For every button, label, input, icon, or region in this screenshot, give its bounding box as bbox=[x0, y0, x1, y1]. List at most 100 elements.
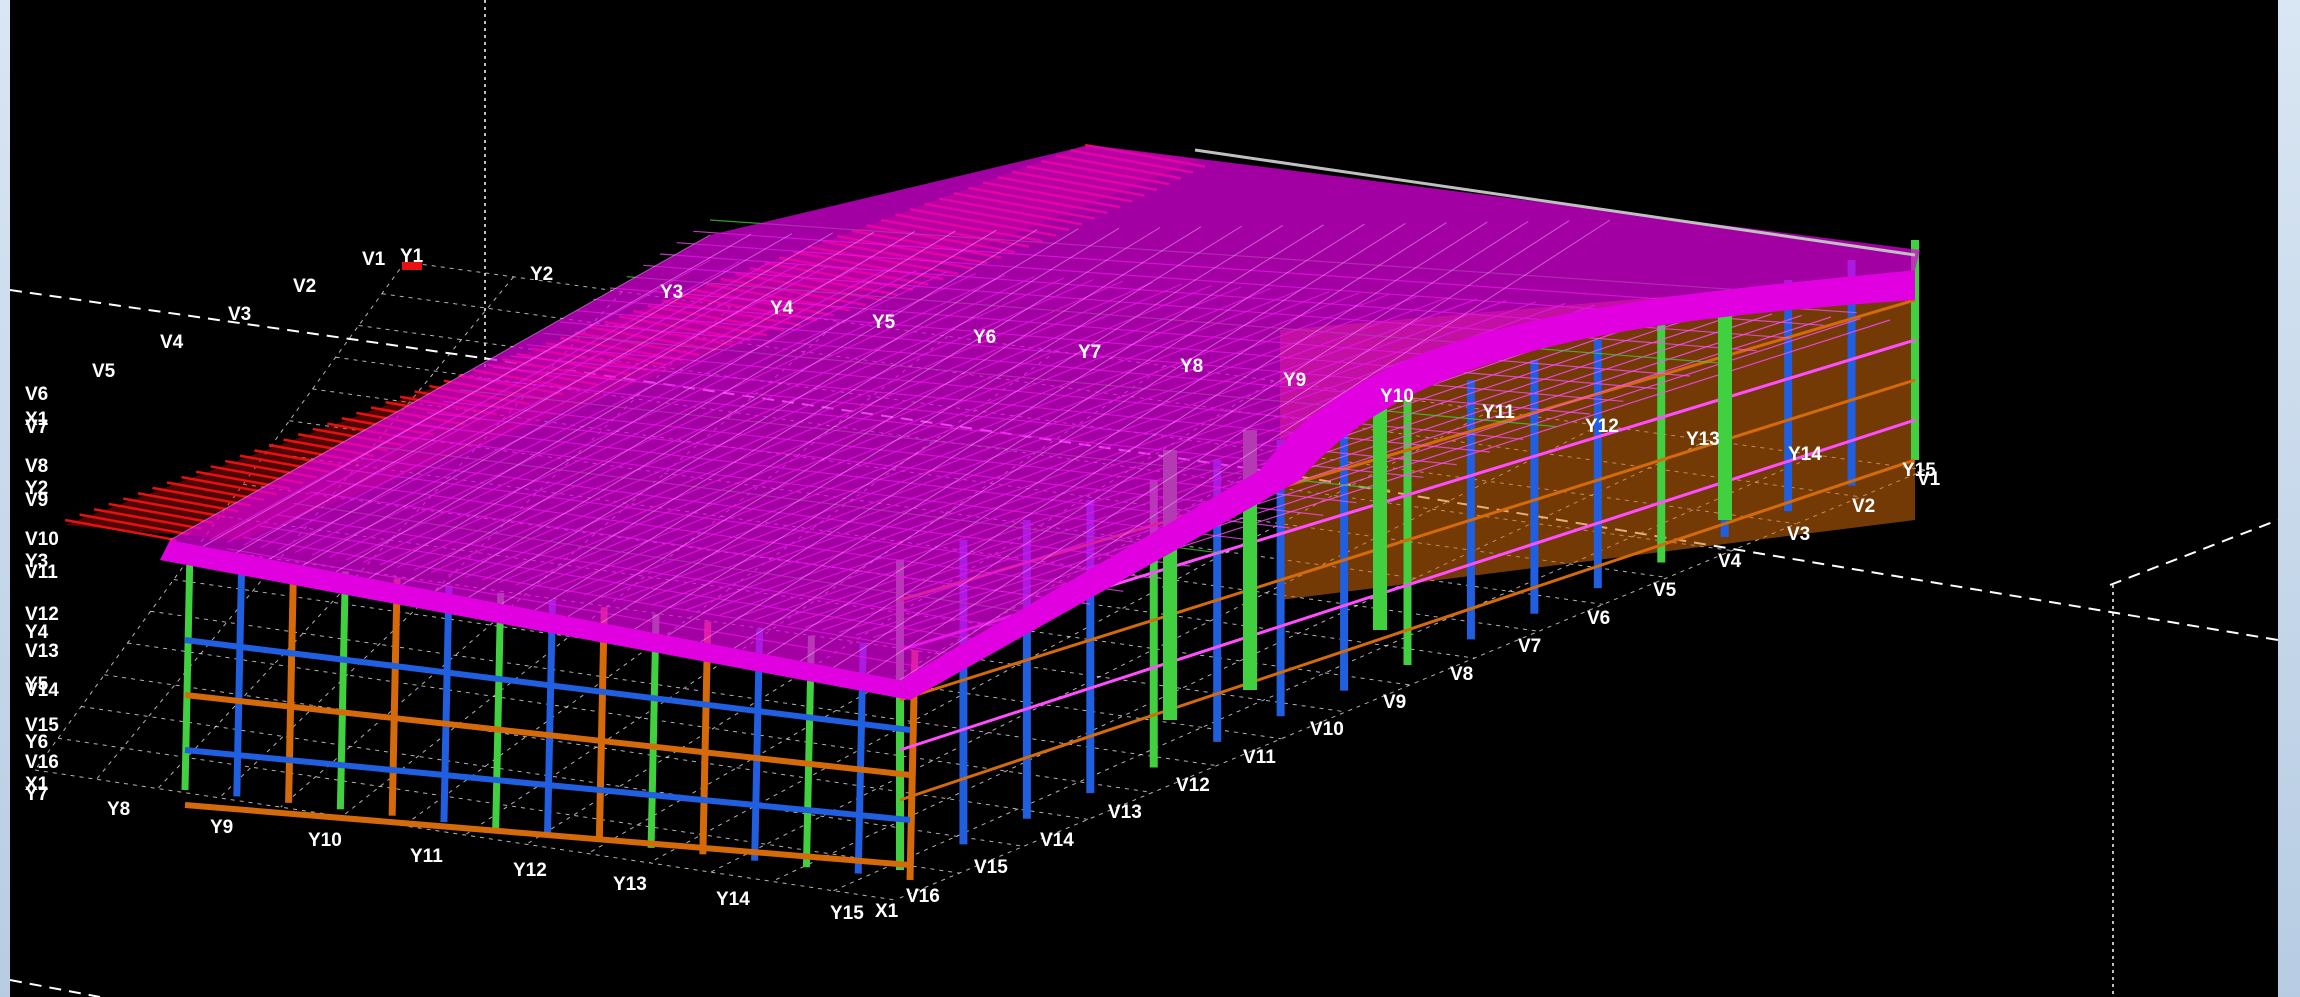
reference-dotted-lines bbox=[484, 0, 2114, 997]
dashed-axis-line bbox=[2109, 519, 2278, 586]
y-axis-back-label: Y4 bbox=[770, 298, 794, 319]
purlin bbox=[79, 513, 189, 536]
roof-rib bbox=[368, 230, 956, 579]
roof-rib bbox=[800, 221, 1488, 662]
v-axis-right-label: V15 bbox=[974, 857, 1008, 878]
v-axis-label: Y3 bbox=[25, 551, 48, 572]
v-axis-label: V7 bbox=[25, 417, 48, 438]
grid-line bbox=[34, 261, 406, 771]
grid-labels: V1V2V3V4V5V6X1V7V8Y2V9V10Y3V11V12Y4V13Y5… bbox=[25, 246, 1941, 924]
v-axis-label: V5 bbox=[92, 361, 116, 382]
v-axis-label: V1 bbox=[362, 249, 386, 270]
v-axis-label: V16 bbox=[25, 752, 59, 773]
v-axis-label: V11 bbox=[25, 562, 58, 583]
y-axis-back-label: Y7 bbox=[1078, 342, 1101, 363]
v-axis-label: Y2 bbox=[25, 478, 48, 499]
y-axis-front-label: Y13 bbox=[613, 874, 647, 895]
v-axis-label: Y7 bbox=[25, 784, 48, 805]
y-axis-front-label: Y9 bbox=[210, 817, 233, 838]
purlin bbox=[137, 491, 239, 513]
roof-rib bbox=[634, 225, 1283, 630]
beam bbox=[899, 418, 1916, 752]
v-axis-right-label: V2 bbox=[1852, 496, 1875, 517]
beam bbox=[184, 747, 911, 823]
v-axis-label: V14 bbox=[25, 680, 59, 701]
y-axis-back-label: Y5 bbox=[872, 312, 896, 333]
y-axis-front-label: Y14 bbox=[716, 889, 750, 910]
grid-line bbox=[649, 410, 1491, 864]
v-axis-right-label: V6 bbox=[1587, 608, 1610, 629]
column bbox=[595, 607, 608, 842]
grid-line bbox=[127, 642, 1153, 793]
purlin bbox=[108, 502, 214, 524]
origin-marker bbox=[402, 262, 422, 270]
roof-railing bbox=[1194, 148, 1916, 257]
roof-surface bbox=[160, 145, 1920, 700]
roof-rib bbox=[601, 225, 1243, 624]
purlin bbox=[123, 497, 226, 519]
y-axis-back-label: Y10 bbox=[1380, 386, 1414, 407]
grid-line bbox=[34, 769, 896, 901]
y-axis-back-label: Y6 bbox=[973, 327, 996, 348]
y-axis-back-label: Y14 bbox=[1788, 444, 1822, 465]
column bbox=[181, 549, 194, 791]
roof-rib bbox=[202, 233, 752, 547]
v-axis-label: V6 bbox=[25, 384, 48, 405]
roof-rib bbox=[501, 227, 1120, 605]
column bbox=[492, 592, 505, 829]
grid-line bbox=[894, 469, 1926, 901]
purlin bbox=[152, 486, 252, 507]
roof-rib bbox=[866, 220, 1570, 675]
beam bbox=[184, 802, 911, 868]
roof-rib bbox=[335, 231, 915, 573]
v-axis-label: V8 bbox=[25, 456, 48, 477]
roof-rib bbox=[667, 224, 1324, 636]
roof-rib bbox=[767, 222, 1447, 655]
purlin bbox=[64, 518, 177, 542]
column bbox=[233, 557, 246, 797]
y-axis-back-label: Y1 bbox=[400, 246, 424, 267]
v-axis-right-label: V5 bbox=[1653, 580, 1677, 601]
v-axis-label: V3 bbox=[228, 304, 251, 325]
v-axis-right-label: V13 bbox=[1108, 802, 1142, 823]
y-axis-front-label: Y12 bbox=[513, 860, 547, 881]
column bbox=[285, 564, 298, 803]
y-axis-front-label: Y11 bbox=[410, 846, 443, 867]
v-axis-label: V2 bbox=[293, 276, 316, 297]
roof-rib bbox=[899, 219, 1611, 681]
roof-rib bbox=[269, 232, 833, 560]
y-axis-back-label: Y15 bbox=[1902, 460, 1936, 481]
roof-rib bbox=[833, 220, 1529, 668]
roof-rib bbox=[302, 231, 874, 566]
dashed-axis-line bbox=[10, 979, 101, 997]
column bbox=[388, 578, 401, 816]
roof-rib bbox=[402, 229, 997, 585]
v-axis-right-label: V11 bbox=[1243, 747, 1276, 768]
v-axis-label: V10 bbox=[25, 529, 59, 550]
grid-line bbox=[464, 365, 1166, 836]
y-axis-back-label: Y3 bbox=[660, 282, 683, 303]
beam bbox=[899, 458, 1916, 802]
roof-rib bbox=[468, 228, 1079, 598]
roof-panel bbox=[170, 145, 1920, 680]
y-axis-back-label: Y11 bbox=[1482, 402, 1515, 423]
y-axis-back-label: Y13 bbox=[1686, 429, 1720, 450]
purlin bbox=[93, 508, 202, 530]
v-axis-right-label: V7 bbox=[1518, 636, 1541, 657]
y-axis-front-label: Y10 bbox=[308, 830, 342, 851]
v-axis-label: X1 bbox=[25, 774, 49, 795]
v-axis-label: Y6 bbox=[25, 732, 48, 753]
v-axis-label: V13 bbox=[25, 641, 59, 662]
v-axis-right-label: V16 bbox=[906, 886, 940, 907]
y-axis-front-label: Y15 bbox=[830, 903, 864, 924]
column bbox=[440, 585, 453, 823]
roof-rib bbox=[169, 234, 711, 541]
v-axis-right-label: V9 bbox=[1383, 692, 1406, 713]
roof-rib bbox=[700, 223, 1365, 643]
v-axis-label: V4 bbox=[160, 332, 184, 353]
structural-model-view[interactable]: V1V2V3V4V5V6X1V7V8Y2V9V10Y3V11V12Y4V13Y5… bbox=[10, 0, 2278, 997]
y-axis-front-label: Y8 bbox=[107, 799, 130, 820]
beam bbox=[184, 692, 911, 778]
